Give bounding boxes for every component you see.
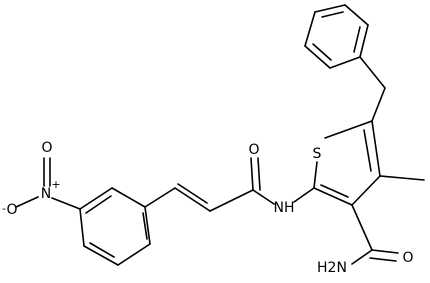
sulfur-label: S — [313, 146, 322, 162]
carboxamide-oxygen-label: O — [402, 250, 413, 266]
nitrophenyl-ring — [79, 187, 151, 266]
nitro-oxygen-double-label: O — [41, 140, 52, 156]
carbonyl-oxygen-label: O — [248, 142, 259, 158]
methyl-bond — [379, 175, 425, 181]
amide-nh-label: NH — [274, 200, 295, 216]
benzyl-phenyl-ring — [304, 4, 369, 69]
methylene-linker — [359, 56, 386, 122]
nitro-minus-charge: - — [2, 202, 6, 215]
carboxamide-nh2-label: H2N — [317, 260, 347, 276]
vinyl-linker — [144, 183, 254, 212]
amide-linkage — [250, 157, 315, 205]
nitro-oxygen-single-label: O — [6, 202, 17, 218]
nitro-nitrogen-label: N — [41, 186, 51, 202]
carboxamide-group — [351, 204, 399, 265]
thiophene-ring — [313, 120, 381, 206]
nitro-plus-charge: + — [51, 178, 60, 191]
nitro-group — [15, 157, 81, 210]
